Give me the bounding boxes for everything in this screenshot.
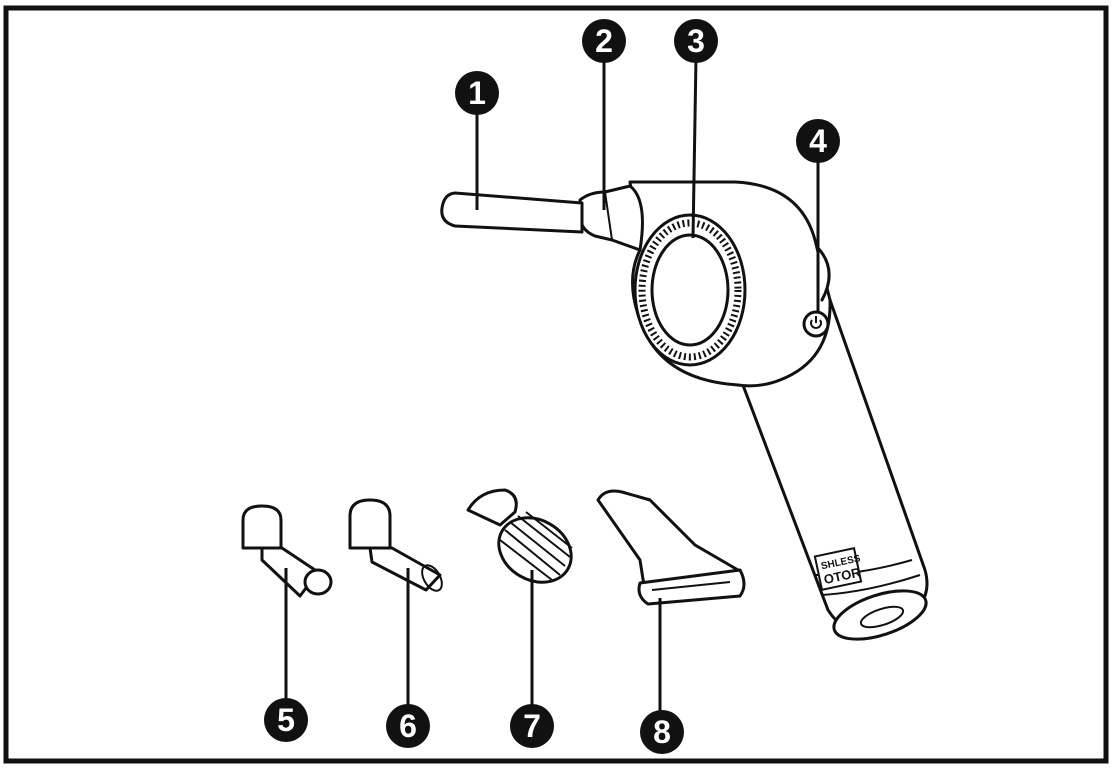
- power-icon: [810, 319, 822, 329]
- accessory-round-nozzle: [241, 504, 333, 598]
- motor-badge: SHLESS OTOR: [813, 547, 863, 591]
- diagram-frame: [3, 5, 1109, 764]
- svg-text:7: 7: [523, 708, 541, 744]
- callout-8: 8: [640, 710, 684, 754]
- callout-4: 4: [796, 119, 840, 163]
- air-intake: [633, 213, 747, 367]
- svg-text:3: 3: [687, 23, 705, 59]
- accessory-wide-nozzle: [596, 489, 746, 606]
- callout-2: 2: [582, 19, 626, 63]
- svg-text:2: 2: [595, 23, 613, 59]
- svg-text:5: 5: [277, 702, 295, 738]
- callout-1: 1: [455, 71, 499, 115]
- svg-text:1: 1: [468, 75, 486, 111]
- accessory-brush-nozzle: [466, 488, 573, 584]
- callout-3: 3: [674, 19, 718, 63]
- brush-bristles: [497, 511, 573, 584]
- power-button[interactable]: [802, 310, 830, 338]
- svg-text:6: 6: [399, 708, 417, 744]
- svg-text:8: 8: [653, 714, 671, 750]
- callout-6: 6: [386, 704, 430, 748]
- accessory-crevice-nozzle: [348, 498, 443, 592]
- leader-3: [691, 57, 698, 239]
- callout-7: 7: [510, 704, 554, 748]
- callout-5: 5: [264, 698, 308, 742]
- svg-text:4: 4: [809, 123, 827, 159]
